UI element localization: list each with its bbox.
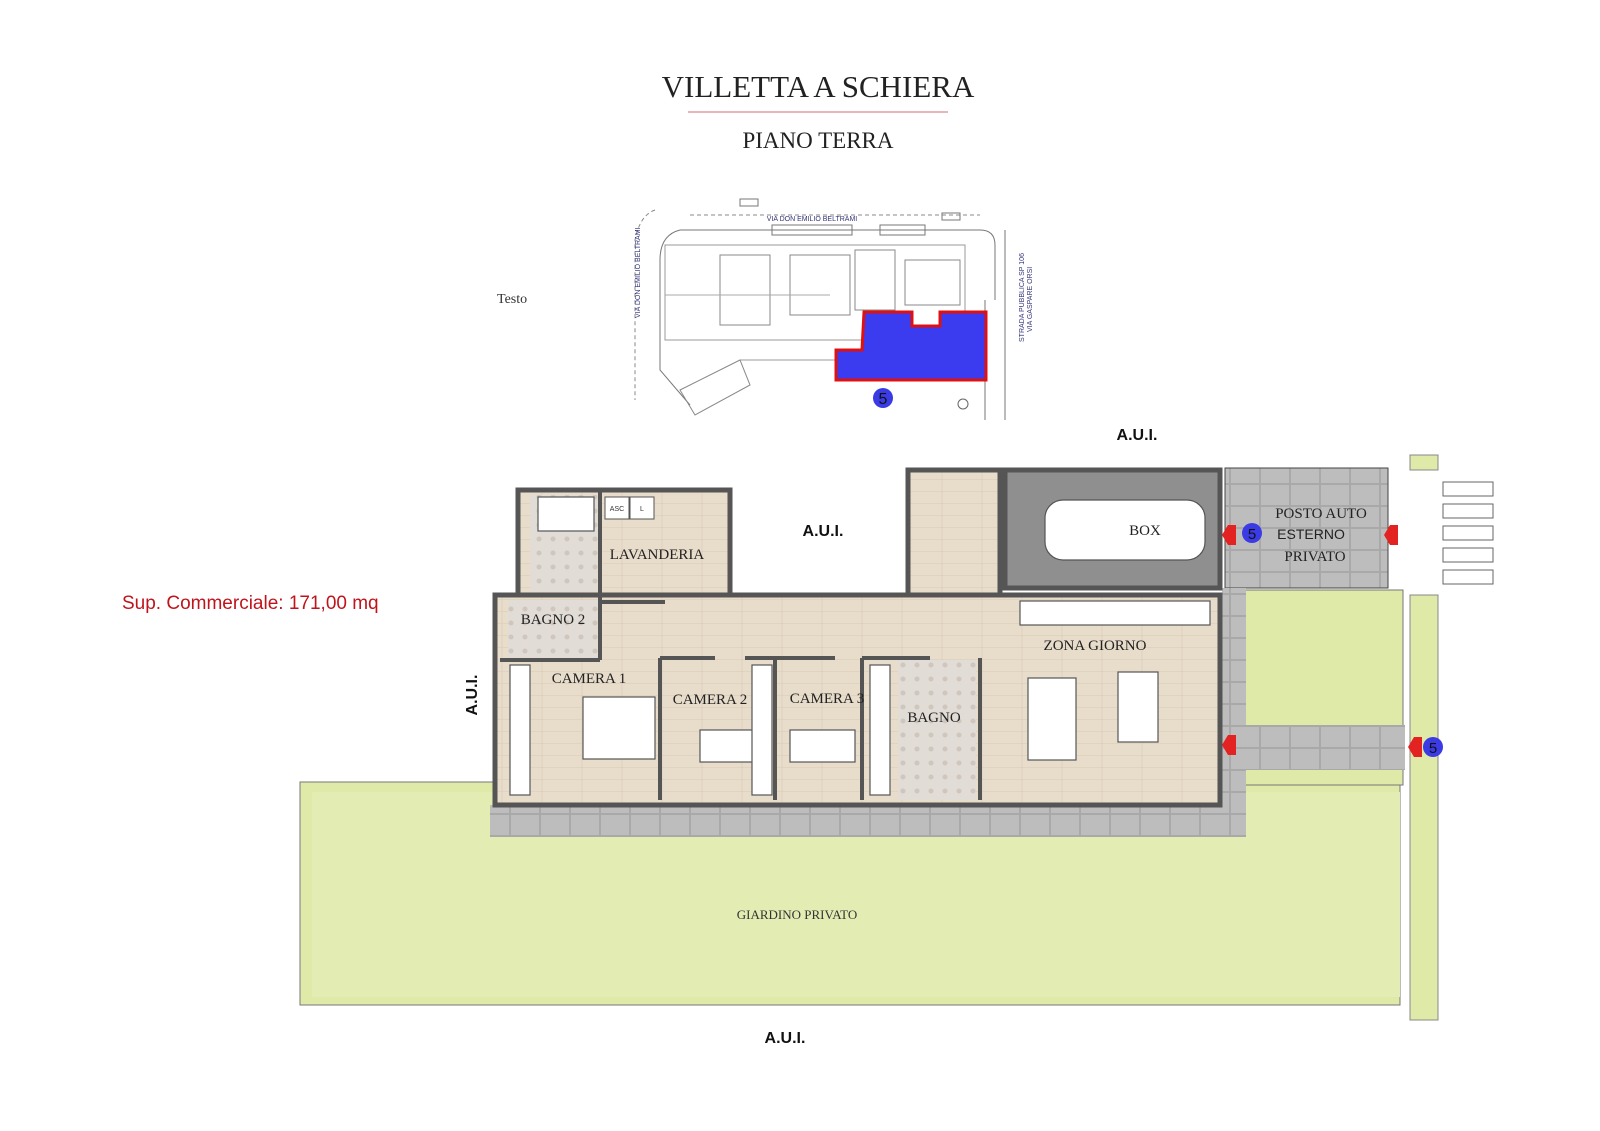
north-arrow-icon [957, 398, 969, 410]
room-label-posto-auto-1: POSTO AUTO [1275, 506, 1367, 522]
street-left-label: VIA DON EMILIO BELTRAMI [635, 227, 642, 318]
adjacent-label-top: A.U.I. [1117, 427, 1158, 444]
entrance-arrows [1222, 525, 1422, 757]
room-label-camera-2: CAMERA 2 [673, 692, 748, 708]
entrance-badge-number: 5 [1429, 740, 1437, 757]
room-label-camera-1: CAMERA 1 [552, 671, 627, 687]
room-label-lavanderia: LAVANDERIA [610, 547, 705, 563]
arrow-left-icon [1222, 525, 1236, 545]
adjacent-label-center: A.U.I. [803, 523, 844, 540]
site-plan: VIA DON EMILIO BELTRAMI VIA DON EMILIO B… [634, 198, 1034, 420]
room-label-giardino: GIARDINO PRIVATO [737, 907, 858, 922]
crosswalk [1442, 481, 1494, 585]
laundry-appliances: ASC L [604, 496, 655, 520]
entrance-path [1245, 725, 1405, 770]
room-label-posto-auto-2: ESTERNO [1277, 526, 1345, 542]
arrow-left-icon [1408, 737, 1422, 757]
room-label-box: BOX [1129, 523, 1161, 539]
entrance-badge-number: 5 [1248, 526, 1256, 543]
interior-walls [500, 492, 982, 800]
room-label-bagno-2: BAGNO 2 [521, 612, 586, 628]
page-title: VILLETTA A SCHIERA [662, 69, 975, 104]
appliance-l: L [640, 506, 644, 513]
street-right-label-1: STRADA PUBBLICA SP 106 [1019, 253, 1026, 342]
room-label-bagno: BAGNO [907, 710, 961, 726]
arrow-left-icon [1384, 525, 1398, 545]
adjacent-label-bottom: A.U.I. [765, 1030, 806, 1047]
street-top-label: VIA DON EMILIO BELTRAMI [767, 216, 858, 223]
furniture [509, 496, 1211, 796]
note-label: Testo [497, 292, 527, 307]
house [492, 467, 1223, 808]
room-label-camera-3: CAMERA 3 [790, 691, 865, 707]
adjacent-label-left: A.U.I. [464, 675, 481, 716]
street-right-label-2: VIA GASPARE ORSI [1027, 267, 1034, 332]
appliance-asc: ASC [610, 506, 624, 513]
entrance-badge [1242, 523, 1262, 543]
room-label-posto-auto-3: PRIVATO [1284, 549, 1345, 565]
side-paving [1222, 588, 1246, 837]
unit-badge-number: 5 [879, 391, 888, 408]
room-label-zona-giorno: ZONA GIORNO [1044, 638, 1147, 654]
arrow-left-icon [1222, 735, 1236, 755]
unit-highlight [834, 310, 988, 382]
unit-badge [873, 388, 893, 408]
perimeter-paving [490, 805, 1245, 837]
commercial-area: Sup. Commerciale: 171,00 mq [122, 593, 379, 614]
entrance-badge [1423, 737, 1443, 757]
page-subtitle: PIANO TERRA [742, 128, 893, 153]
